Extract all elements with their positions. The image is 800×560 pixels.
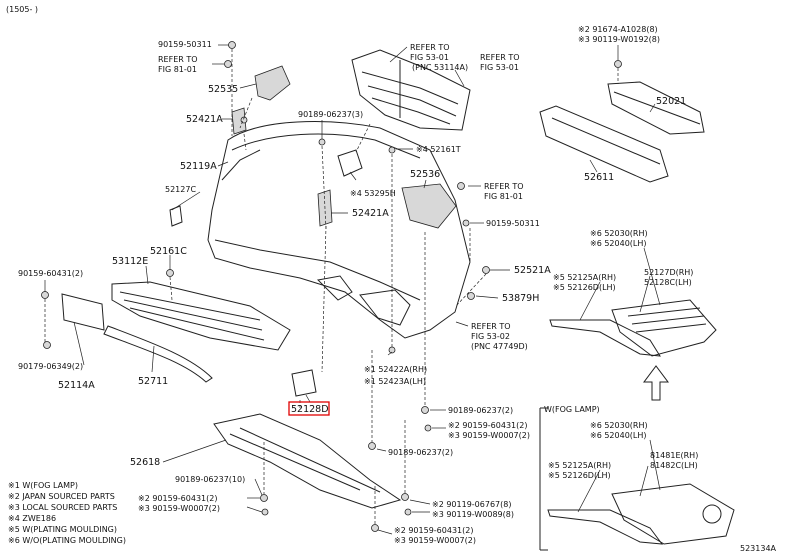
part-label[interactable]: 52611 (584, 172, 614, 183)
part-label[interactable]: 81481E(RH) (650, 451, 698, 460)
part-label[interactable]: 81482C(LH) (650, 461, 698, 470)
legend-item: ※2 JAPAN SOURCED PARTS (8, 492, 115, 501)
part-label[interactable]: 90189-06237(2) (388, 448, 453, 457)
part-label[interactable]: 52421A (352, 208, 389, 219)
reference-label[interactable]: FIG 53-02 (471, 332, 510, 341)
illustration-id: 523134A (740, 544, 777, 553)
lower-grille-drawing (111, 281, 291, 351)
part-label[interactable]: ※3 90159-W0007(2) (394, 536, 476, 545)
part-labels: 90159-50311 REFER TO FIG 81-01 52535 524… (18, 25, 777, 553)
legend-item: ※6 W/O(PLATING MOULDING) (8, 536, 126, 545)
part-label[interactable]: 90159-60431(2) (18, 269, 83, 278)
part-label[interactable]: 53879H (502, 293, 539, 304)
part-label[interactable]: 90189-06237(3) (298, 110, 363, 119)
reinforcement-52021-drawing (607, 81, 705, 135)
part-label[interactable]: 52127D(RH) (644, 268, 693, 277)
part-label[interactable]: 90189-06237(2) (448, 406, 513, 415)
reference-label[interactable]: (PNC 47749D) (471, 342, 528, 351)
part-label[interactable]: 52421A (186, 114, 223, 125)
part-label[interactable]: ※6 52030(RH) (590, 421, 648, 430)
part-label[interactable]: ※6 52040(LH) (590, 431, 647, 440)
part-label[interactable]: 52119A (180, 161, 217, 172)
legend-item: ※1 W(FOG LAMP) (8, 481, 78, 490)
bumper-cover-drawing (207, 121, 471, 339)
legend-item: ※4 ZWE186 (8, 514, 56, 523)
upward-arrow-icon (643, 365, 669, 401)
date-range: (1505- ) (6, 5, 38, 14)
reference-label[interactable]: (PNC 53114A) (412, 63, 468, 72)
part-label[interactable]: 52114A (58, 380, 95, 391)
leader-lines (44, 44, 661, 535)
part-label[interactable]: 52535 (208, 84, 238, 95)
part-label[interactable]: 52536 (410, 169, 440, 180)
part-label[interactable]: 90159-50311 (486, 219, 540, 228)
part-label[interactable]: ※3 90159-W0007(2) (138, 504, 220, 513)
part-label[interactable]: ※3 90159-W0007(2) (448, 431, 530, 440)
part-label[interactable]: 52618 (130, 457, 160, 468)
part-label[interactable]: ※2 90159-60431(2) (448, 421, 527, 430)
part-label[interactable]: 90179-06349(2) (18, 362, 83, 371)
reference-label[interactable]: FIG 81-01 (158, 65, 197, 74)
reference-label[interactable]: REFER TO (471, 322, 511, 331)
reference-label[interactable]: REFER TO (484, 182, 524, 191)
part-label[interactable]: 90159-50311 (158, 40, 212, 49)
part-label[interactable]: 52711 (138, 376, 168, 387)
cap-52128d-drawing (291, 369, 317, 397)
part-label[interactable]: 52021 (656, 96, 686, 107)
dashed-guide-lines (44, 49, 619, 525)
part-label[interactable]: 53112E (112, 256, 148, 267)
part-label[interactable]: ※4 52161T (416, 145, 461, 154)
part-label[interactable]: ※3 90119-W0192(8) (578, 35, 660, 44)
part-label[interactable]: ※5 52126D(LH) (553, 283, 616, 292)
part-label[interactable]: ※6 52040(LH) (590, 239, 647, 248)
absorber-52618-drawing (213, 413, 402, 509)
part-label[interactable]: 52161C (150, 246, 187, 257)
part-label[interactable]: 52521A (514, 265, 551, 276)
reference-label[interactable]: REFER TO (480, 53, 520, 62)
part-label[interactable]: ※5 52125A(RH) (553, 273, 616, 282)
absorber-52611-drawing (539, 105, 669, 183)
part-label[interactable]: ※1 52422A(RH) (364, 365, 427, 374)
part-label[interactable]: ※1 52423A(LH) (364, 377, 426, 386)
reference-label[interactable]: FIG 53-01 (410, 53, 449, 62)
bracket-52535-drawing (254, 65, 291, 101)
fog-cover-upper-drawing (611, 299, 717, 357)
part-label[interactable]: ※2 90119-06767(8) (432, 500, 511, 509)
part-label[interactable]: 90189-06237(10) (175, 475, 245, 484)
part-label[interactable]: ※5 52126D(LH) (548, 471, 611, 480)
legend: ※1 W(FOG LAMP) ※2 JAPAN SOURCED PARTS ※3… (8, 481, 126, 545)
part-label[interactable]: ※3 90119-W0089(8) (432, 510, 514, 519)
part-label[interactable]: 52127C (165, 185, 196, 194)
reference-label[interactable]: REFER TO (158, 55, 198, 64)
part-drawings (41, 41, 735, 551)
highlight-box (288, 401, 330, 416)
part-label[interactable]: ※5 52125A(RH) (548, 461, 611, 470)
part-label[interactable]: 52128C(LH) (644, 278, 692, 287)
reference-label[interactable]: FIG 81-01 (484, 192, 523, 201)
upper-grille-drawing (351, 49, 471, 131)
part-label[interactable]: ※2 91674-A1028(8) (578, 25, 658, 34)
reference-label[interactable]: REFER TO (410, 43, 450, 52)
reference-label[interactable]: FIG 53-01 (480, 63, 519, 72)
legend-item: ※3 LOCAL SOURCED PARTS (8, 503, 117, 512)
part-label[interactable]: ※4 53295H (350, 189, 396, 198)
part-label[interactable]: ※6 52030(RH) (590, 229, 648, 238)
part-label[interactable]: ※2 90159-60431(2) (394, 526, 473, 535)
fog-cover-lower-drawing (611, 483, 735, 545)
bracket-52536-drawing (401, 183, 457, 229)
legend-item: ※5 W(PLATING MOULDING) (8, 525, 117, 534)
highlighted-part-label[interactable]: 52128D (291, 404, 329, 415)
section-label[interactable]: W(FOG LAMP) (544, 405, 600, 414)
part-label[interactable]: ※2 90159-60431(2) (138, 494, 217, 503)
